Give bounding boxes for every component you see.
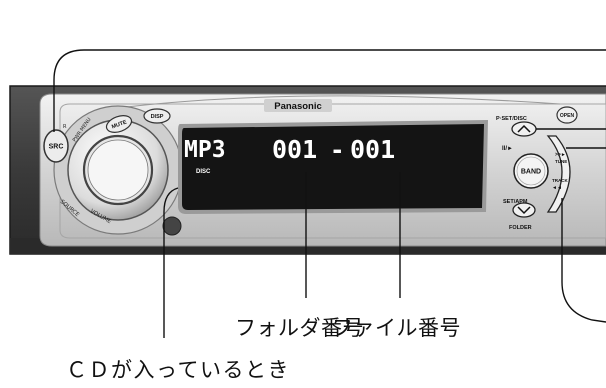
lcd-display: MP3 001 - 001 DISC [178, 120, 488, 214]
fast-forward-icon: >>► [555, 152, 566, 158]
chevron-up-icon [517, 124, 531, 133]
lcd-disc-indicator: DISC [196, 169, 211, 175]
open-label: OPEN [560, 113, 575, 119]
ir-sensor [162, 216, 182, 236]
folder-label: FOLDER [509, 225, 532, 231]
lcd-folder-number: 001 [272, 135, 317, 164]
band-button[interactable]: BAND [513, 153, 549, 189]
chevron-down-icon [517, 206, 531, 215]
src-callout-line [53, 49, 606, 132]
disp-button[interactable]: DISP [143, 108, 171, 124]
p-set-disc-label: P·SET/DISC [496, 116, 527, 122]
mute-button[interactable]: MUTE [104, 113, 134, 136]
disc-callout-line [163, 187, 179, 338]
mute-label: MUTE [111, 119, 128, 130]
src-button[interactable]: SRC [43, 129, 69, 163]
r-mark-label: R [63, 124, 67, 130]
down-button[interactable] [512, 202, 536, 218]
up-button[interactable] [511, 121, 537, 137]
tune-track-rocker[interactable]: >>► TUNE TRACK ◄◄ [546, 135, 571, 213]
callout-lines [53, 49, 606, 338]
set-apm-label: SET/APM [503, 199, 528, 205]
cd-inserted-caption: ＣＤが入っているとき [66, 358, 290, 382]
disp-label: DISP [151, 114, 164, 120]
brand-text: Panasonic [274, 101, 322, 112]
volume-area: VOLUME SOURCE PWR MENU R [53, 105, 183, 235]
band-label: BAND [521, 169, 541, 176]
open-button[interactable]: OPEN [556, 106, 578, 124]
lcd-separator: - [330, 136, 344, 164]
tune-label: TUNE [555, 159, 567, 164]
lcd-file-number: 001 [350, 135, 395, 164]
track-callout-line [561, 198, 606, 323]
track-label: TRACK [552, 178, 568, 183]
play-pause-label: II/► [502, 146, 513, 152]
lcd-mode-text: MP3 [184, 137, 226, 163]
src-label: SRC [49, 144, 64, 151]
file-number-caption: ファイル番号 [332, 316, 461, 340]
brand-logo: Panasonic [264, 99, 332, 112]
folder-number-caption: フォルダ番号 [235, 316, 364, 340]
rewind-icon: ◄◄ [552, 185, 562, 191]
